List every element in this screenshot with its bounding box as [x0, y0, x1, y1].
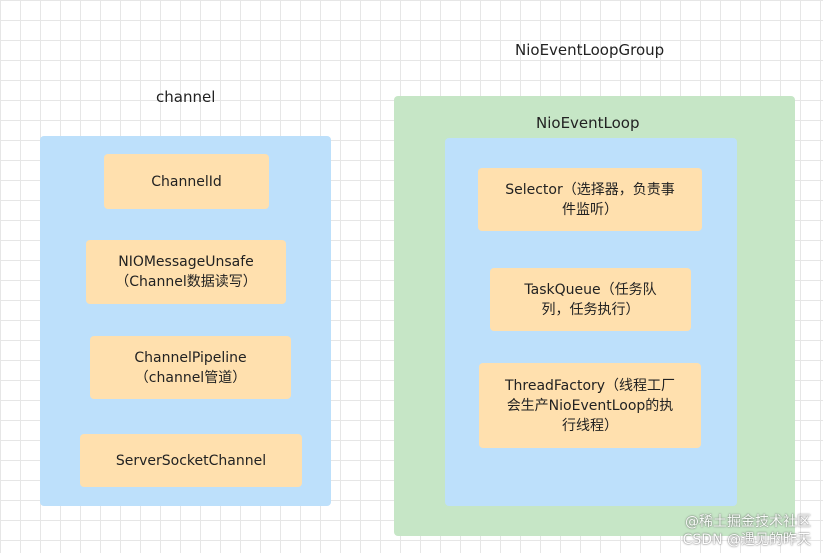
watermark-line2: CSDN @遇见的昨天 [682, 532, 811, 548]
watermark-line1: @稀土掘金技术社区 [685, 514, 811, 530]
channel-pipeline-box: ChannelPipeline （channel管道） [90, 336, 291, 399]
group-label: NioEventLoopGroup [515, 41, 665, 59]
task-queue-box: TaskQueue（任务队 列，任务执行） [490, 268, 691, 331]
server-socket-channel-box: ServerSocketChannel [80, 434, 302, 487]
task-queue-text: TaskQueue（任务队 列，任务执行） [524, 281, 657, 318]
channel-id-text: ChannelId [151, 173, 222, 190]
nio-message-unsafe-text: NIOMessageUnsafe （Channel数据读写） [115, 254, 257, 290]
thread-factory-text: ThreadFactory（线程工厂 会生产NioEventLoop的执 行线程… [504, 377, 676, 434]
watermark: @稀土掘金技术社区 CSDN @遇见的昨天 [683, 513, 811, 549]
nio-message-unsafe-box: NIOMessageUnsafe （Channel数据读写） [86, 240, 286, 304]
thread-factory-box: ThreadFactory（线程工厂 会生产NioEventLoop的执 行线程… [479, 363, 701, 448]
channel-label: channel [156, 88, 216, 106]
selector-text: Selector（选择器，负责事 件监听） [505, 181, 675, 218]
server-socket-channel-text: ServerSocketChannel [115, 452, 267, 469]
channel-id-box: ChannelId [104, 154, 269, 209]
event-loop-label: NioEventLoop [536, 114, 640, 132]
selector-box: Selector（选择器，负责事 件监听） [478, 168, 702, 231]
channel-pipeline-text: ChannelPipeline （channel管道） [134, 349, 247, 386]
